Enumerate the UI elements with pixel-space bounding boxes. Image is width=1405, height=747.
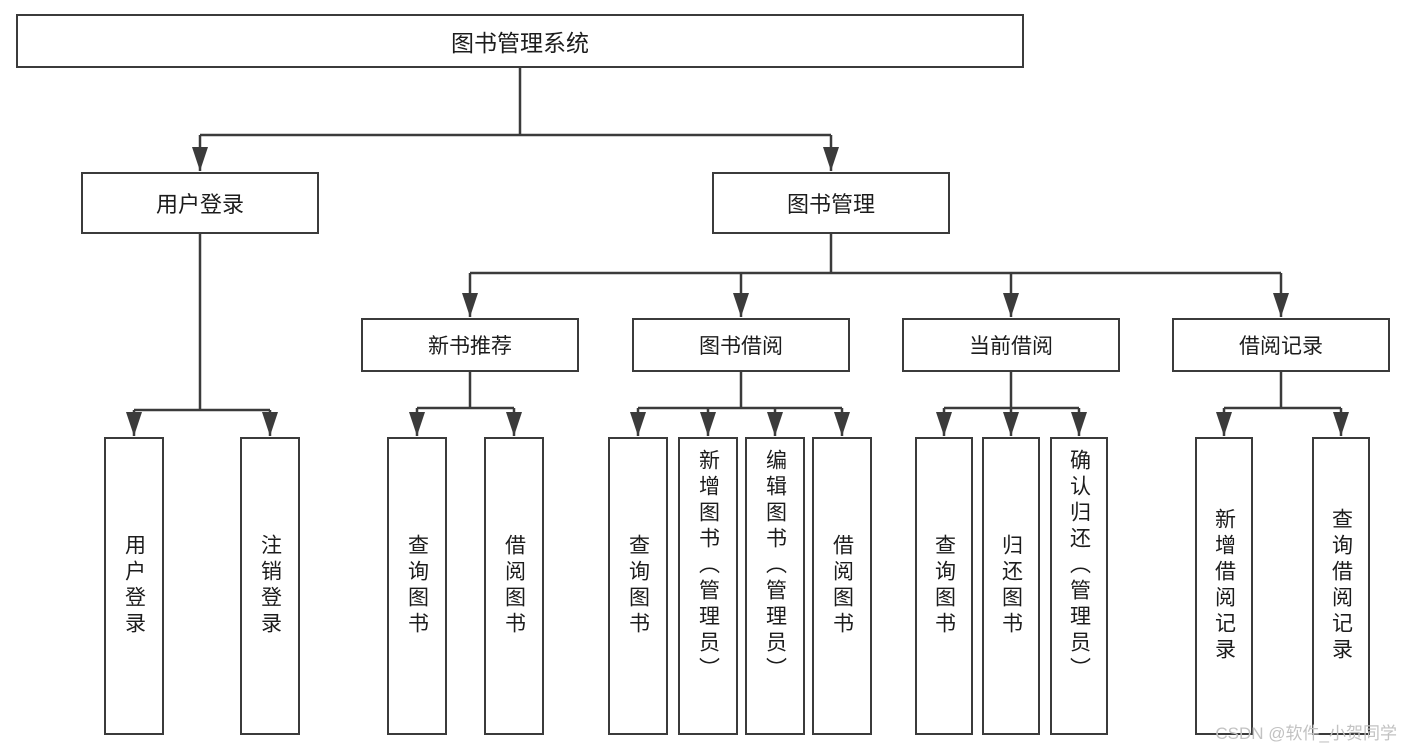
node-leaf-query-book-3[interactable]: 查询图书 — [915, 437, 973, 735]
node-leaf-logout[interactable]: 注销登录 — [240, 437, 300, 735]
node-label: 用户登录 — [122, 534, 146, 638]
node-label: 查询图书 — [405, 534, 429, 638]
node-label: 新增图书（管理员） — [696, 449, 720, 683]
node-leaf-edit-book[interactable]: 编辑图书（管理员） — [745, 437, 805, 735]
node-label: 确认归还（管理员） — [1067, 449, 1091, 683]
node-leaf-borrow-book-1[interactable]: 借阅图书 — [484, 437, 544, 735]
node-book-borrow[interactable]: 图书借阅 — [632, 318, 850, 372]
node-label: 新增借阅记录 — [1212, 508, 1236, 664]
node-current-borrow[interactable]: 当前借阅 — [902, 318, 1120, 372]
node-leaf-add-record[interactable]: 新增借阅记录 — [1195, 437, 1253, 735]
node-label: 注销登录 — [258, 534, 282, 638]
node-label: 查询图书 — [932, 534, 956, 638]
node-label: 编辑图书（管理员） — [763, 449, 787, 683]
node-label: 图书管理系统 — [451, 30, 589, 56]
node-leaf-borrow-book-2[interactable]: 借阅图书 — [812, 437, 872, 735]
node-label: 查询借阅记录 — [1329, 508, 1353, 664]
node-label: 查询图书 — [626, 534, 650, 638]
node-label: 用户登录 — [155, 192, 244, 217]
node-root[interactable]: 图书管理系统 — [16, 14, 1024, 68]
node-leaf-user-login[interactable]: 用户登录 — [104, 437, 164, 735]
node-label: 借阅图书 — [502, 534, 526, 638]
node-leaf-confirm-return[interactable]: 确认归还（管理员） — [1050, 437, 1108, 735]
node-leaf-add-book[interactable]: 新增图书（管理员） — [678, 437, 738, 735]
node-new-book-rec[interactable]: 新书推荐 — [361, 318, 579, 372]
node-label: 新书推荐 — [428, 335, 512, 358]
node-leaf-query-book-2[interactable]: 查询图书 — [608, 437, 668, 735]
node-label: 归还图书 — [999, 534, 1023, 638]
node-leaf-return-book[interactable]: 归还图书 — [982, 437, 1040, 735]
node-label: 借阅记录 — [1239, 335, 1323, 358]
node-book-manage[interactable]: 图书管理 — [712, 172, 950, 234]
watermark: CSDN @软件_小贺同学 — [1215, 724, 1397, 743]
node-leaf-query-book-1[interactable]: 查询图书 — [387, 437, 447, 735]
node-label: 图书借阅 — [699, 335, 783, 358]
node-user-login[interactable]: 用户登录 — [81, 172, 319, 234]
node-label: 当前借阅 — [969, 335, 1053, 358]
node-leaf-query-record[interactable]: 查询借阅记录 — [1312, 437, 1370, 735]
node-borrow-record[interactable]: 借阅记录 — [1172, 318, 1390, 372]
node-label: 图书管理 — [786, 192, 875, 217]
node-label: 借阅图书 — [830, 534, 854, 638]
